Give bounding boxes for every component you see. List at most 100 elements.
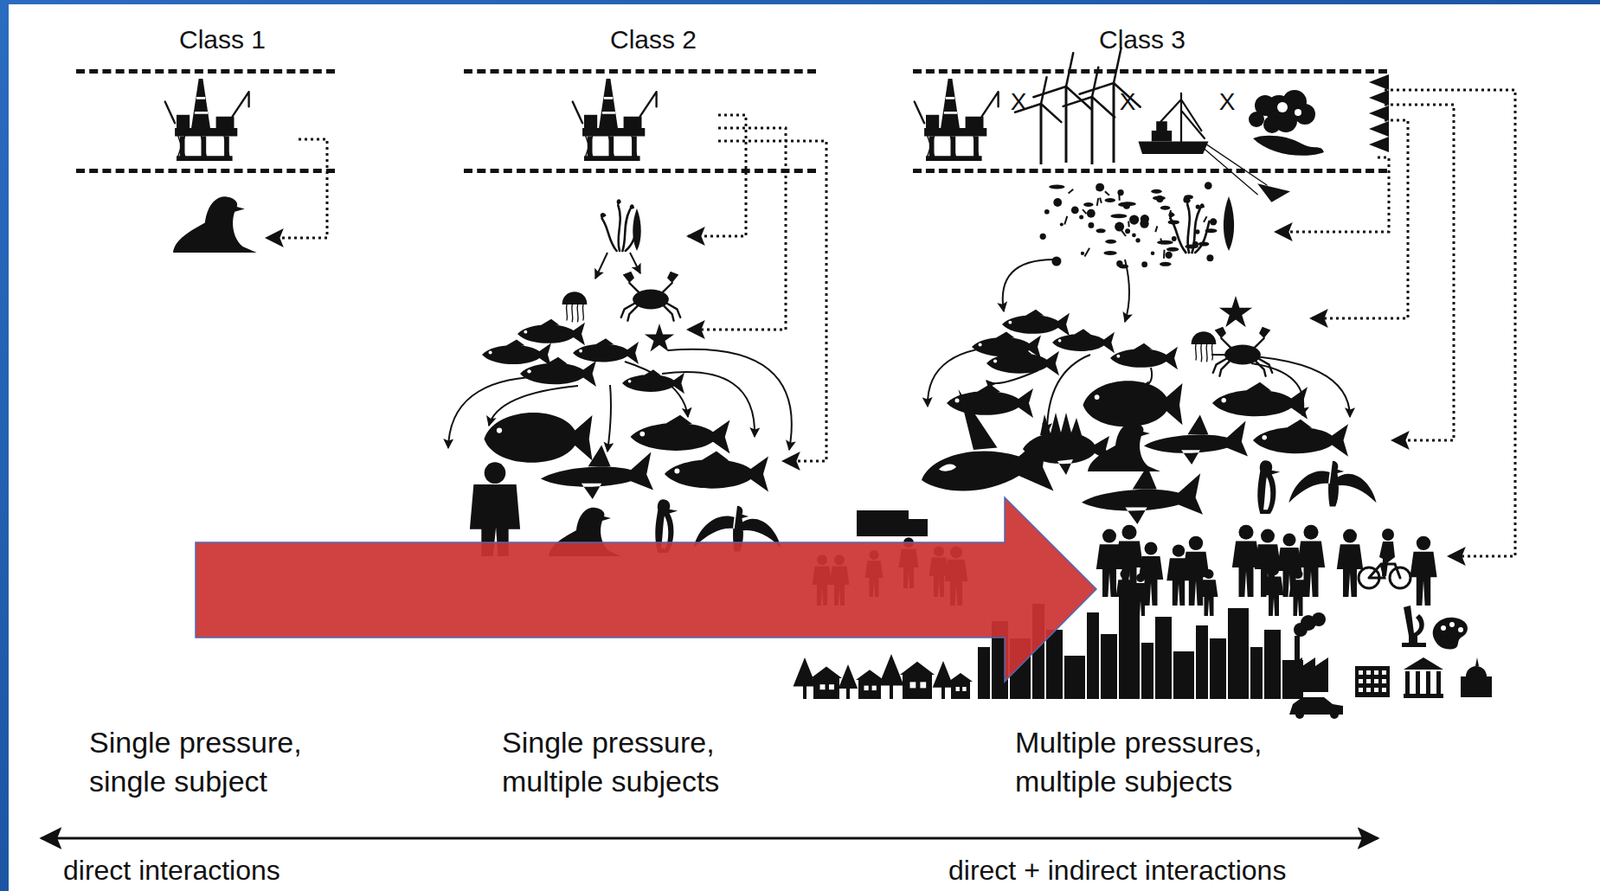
pressure-effect-arrow	[1310, 120, 1408, 319]
person-silhouette	[1289, 569, 1308, 617]
plankton-dot	[1163, 250, 1166, 259]
class-heading: Class 3	[1098, 24, 1186, 56]
pollution-icon	[1248, 89, 1324, 156]
person-silhouette	[1200, 579, 1219, 617]
oil-rig-icon	[191, 78, 211, 129]
fish-silhouette	[1116, 354, 1120, 359]
wind-turbine-icon	[1079, 48, 1141, 163]
museum-icon	[1403, 693, 1444, 699]
museum-icon	[1426, 671, 1431, 694]
person-silhouette	[1283, 533, 1297, 547]
oil-rig-icon	[178, 136, 230, 157]
person-silhouette	[1188, 536, 1203, 551]
oil-rig-icon	[584, 155, 641, 161]
person-silhouette	[1204, 569, 1215, 579]
shark-silhouette	[1081, 466, 1203, 525]
oil-rig-icon	[176, 155, 233, 161]
office-building-icon	[1366, 687, 1371, 693]
jellyfish-silhouette	[562, 291, 588, 305]
house-icon	[820, 684, 826, 690]
office-building-icon	[1381, 670, 1387, 675]
oil-rig-icon	[924, 128, 987, 137]
person-silhouette	[1304, 525, 1319, 540]
plankton-dot	[1121, 231, 1126, 237]
plankton-dot	[1156, 240, 1174, 245]
jellyfish-silhouette	[1191, 331, 1217, 362]
wind-turbine-icon	[1092, 96, 1115, 117]
interaction-axis	[41, 837, 1378, 841]
palette-icon	[1440, 625, 1446, 631]
person-silhouette	[1336, 544, 1363, 598]
skyline-building	[1195, 625, 1209, 700]
truck-icon	[856, 510, 928, 537]
plankton-dot	[1203, 216, 1208, 222]
wind-turbine-icon	[1040, 103, 1043, 165]
pressure-effect-arrow	[1275, 157, 1389, 232]
house-icon	[948, 673, 973, 682]
plankton-dot	[1127, 221, 1131, 228]
shark-silhouette	[1081, 466, 1203, 525]
tree-icon	[846, 687, 850, 700]
fish-silhouette	[1052, 328, 1115, 354]
fish-silhouette	[481, 339, 552, 367]
person-silhouette	[1409, 552, 1437, 606]
plankton-dot	[1114, 222, 1125, 232]
pressure-effect-arrow	[687, 115, 746, 237]
plankton-dot	[1040, 233, 1047, 240]
fish-silhouette	[1052, 328, 1115, 354]
plankton-dot	[1119, 201, 1137, 206]
shark-silhouette	[1143, 414, 1248, 465]
person-silhouette	[1289, 579, 1308, 617]
oil-rig-icon	[194, 96, 208, 115]
tree-icon	[932, 661, 955, 700]
fish-silhouette	[664, 451, 769, 493]
plankton-dot	[1086, 209, 1096, 219]
plankton-dot	[1048, 184, 1065, 189]
food-web-arrow	[1124, 259, 1130, 322]
house-icon	[919, 681, 926, 688]
guillemot-silhouette	[1263, 476, 1271, 510]
algae-silhouette	[1169, 204, 1209, 253]
oil-rig-icon	[572, 78, 657, 161]
plankton-dot	[1171, 236, 1177, 242]
oil-rig-icon	[602, 96, 616, 115]
skyline-building	[1141, 642, 1154, 700]
house-icon	[899, 661, 935, 675]
algae-silhouette	[1168, 198, 1209, 253]
wind-turbine-icon	[1065, 86, 1068, 163]
plankton-dot	[1044, 209, 1050, 215]
fish-silhouette	[1212, 382, 1308, 420]
house-icon	[828, 684, 835, 690]
trawler-icon	[1151, 121, 1172, 142]
oil-rig-icon	[176, 115, 235, 129]
fish-silhouette	[481, 339, 552, 367]
museum-icon	[1403, 657, 1444, 670]
cyclist-silhouette	[1379, 541, 1395, 577]
house-icon	[810, 667, 842, 701]
plankton-dot	[1071, 205, 1080, 214]
shark-silhouette	[540, 445, 654, 500]
flatfish-silhouette	[484, 412, 593, 463]
oil-rig-icon	[914, 78, 999, 161]
multiple-pressure-marker	[1368, 74, 1389, 90]
truck-icon	[908, 519, 928, 537]
class-caption: Multiple pressures, multiple subjects	[1015, 723, 1327, 802]
plankton-dot	[1051, 256, 1061, 266]
oil-rig-icon	[640, 91, 657, 117]
multiple-pressure-marker	[1368, 136, 1389, 153]
pollution-icon	[1294, 103, 1316, 125]
fish-silhouette	[1110, 343, 1178, 370]
fisher-silhouette	[484, 462, 507, 484]
plankton-dot	[1068, 189, 1074, 194]
palette-icon	[1458, 627, 1464, 633]
wind-turbine-icon	[1063, 67, 1115, 165]
person-silhouette	[1268, 565, 1279, 576]
skyline-building	[1227, 608, 1249, 700]
cormorant-silhouette	[1288, 461, 1376, 508]
house-icon	[810, 667, 842, 680]
plankton-dot	[1087, 222, 1094, 229]
oil-rig-icon	[585, 136, 637, 157]
skyline-building	[977, 647, 990, 700]
white-panel	[8, 4, 1600, 891]
